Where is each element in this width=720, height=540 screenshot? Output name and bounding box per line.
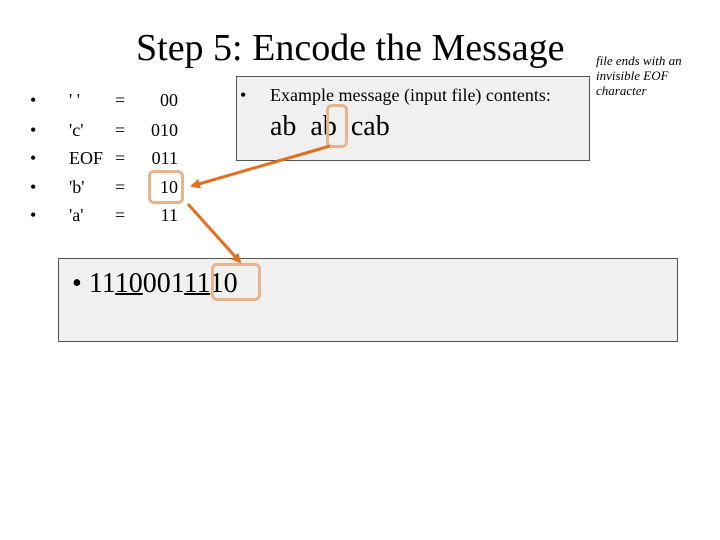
bullet: • <box>30 148 37 168</box>
bits-segment: 11 <box>88 268 116 299</box>
eof-note-line: character <box>596 83 647 98</box>
encoding-code: 10 <box>160 177 178 197</box>
code-highlight-box <box>148 170 184 204</box>
equals-sign: = <box>115 148 126 168</box>
eof-note-line: invisible EOF <box>596 68 669 83</box>
message-char-highlight-box <box>326 104 348 148</box>
encoding-code: 00 <box>160 90 178 110</box>
encoding-row: • 'c' = 010 <box>0 115 178 145</box>
equals-sign: = <box>115 205 126 225</box>
bits-segment-underlined: 11 <box>184 268 211 299</box>
encoding-code: 011 <box>151 148 178 168</box>
equals-sign: = <box>115 120 126 140</box>
eof-note: file ends with an invisible EOF characte… <box>596 53 706 98</box>
bits-segment: 001 <box>142 268 185 299</box>
bullet: • <box>30 177 37 197</box>
encoding-symbol: EOF <box>69 148 104 168</box>
encoding-symbol: ' ' <box>69 90 80 110</box>
encoded-bits: • 11100011110 <box>72 264 238 304</box>
encoded-bits-box <box>58 258 678 342</box>
encoding-symbol: 'c' <box>69 120 84 140</box>
message-contents: ab ab cab <box>270 111 390 142</box>
encoding-row: • 'b' = 10 <box>0 172 178 202</box>
message-label: Example message (input file) contents: <box>270 85 551 105</box>
bits-segment-underlined: 10 <box>115 268 143 299</box>
encoding-symbol: 'b' <box>69 177 85 197</box>
bits-segment: 10 <box>210 268 238 299</box>
equals-sign: = <box>115 90 126 110</box>
encoding-code: 010 <box>151 120 178 140</box>
bits-highlight-box <box>211 263 261 301</box>
encoding-row: • 'a' = 11 <box>0 200 178 230</box>
bullet: • <box>72 268 82 299</box>
encoding-row: • ' ' = 00 <box>0 85 178 115</box>
arrow-code-to-bits <box>186 202 242 264</box>
equals-sign: = <box>115 177 126 197</box>
encoding-symbol: 'a' <box>69 205 84 225</box>
encoding-code: 11 <box>160 205 178 225</box>
page-title: Step 5: Encode the Message <box>136 27 565 69</box>
bullet: • <box>240 85 247 105</box>
bullet: • <box>30 205 37 225</box>
bullet: • <box>30 90 37 110</box>
encoding-row: • EOF = 011 <box>0 143 178 173</box>
eof-note-line: file ends with an <box>596 53 682 68</box>
bullet: • <box>30 120 37 140</box>
